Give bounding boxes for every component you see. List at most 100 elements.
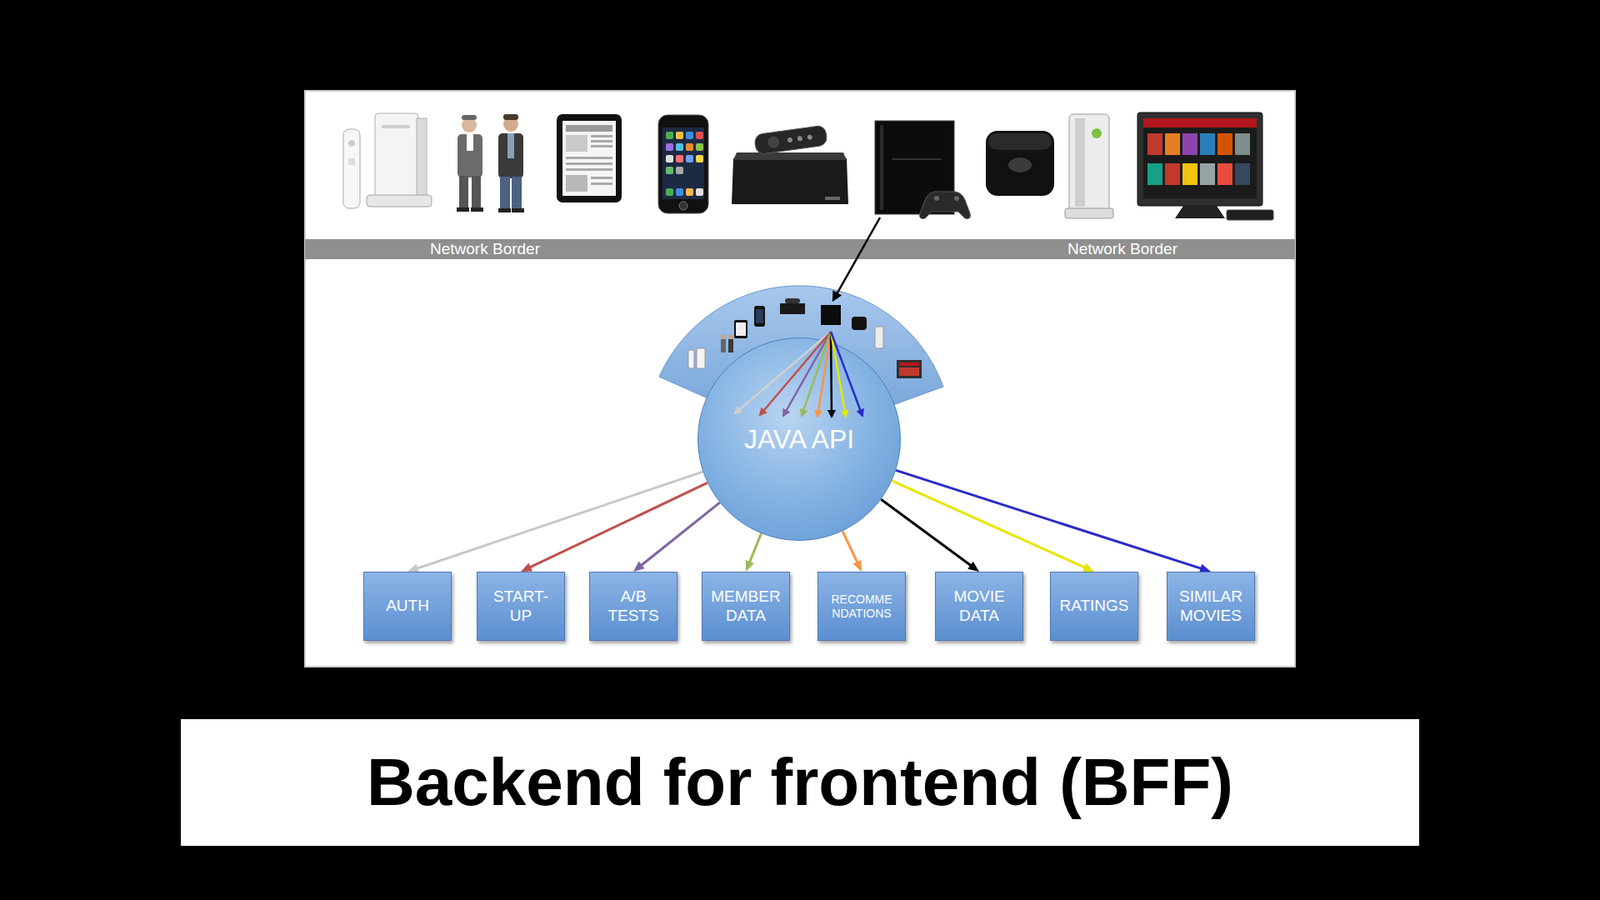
iphone-part bbox=[685, 155, 694, 163]
fan-device-icons-part bbox=[875, 326, 884, 349]
fan-device-icons-part bbox=[754, 305, 765, 327]
fan-device-icons-part bbox=[688, 350, 695, 369]
iphone-part bbox=[685, 143, 694, 151]
television-part bbox=[1182, 163, 1198, 185]
connector-line bbox=[895, 470, 1203, 570]
iphone-part bbox=[695, 143, 704, 151]
fan-device-icons-part bbox=[899, 362, 920, 366]
fan-device-icons-part bbox=[696, 348, 705, 369]
television-part bbox=[1143, 118, 1257, 128]
iphone bbox=[658, 115, 709, 214]
ipad-tablet-part bbox=[565, 125, 613, 132]
xbox-console-part bbox=[1069, 114, 1110, 211]
fan-device-icons-part bbox=[785, 298, 800, 304]
iphone-part bbox=[685, 188, 694, 196]
connector-arrow bbox=[520, 482, 708, 572]
ipad-tablet-part bbox=[590, 176, 613, 180]
arrow-head bbox=[745, 560, 755, 572]
connector-line bbox=[891, 480, 1087, 569]
ipad-tablet-part bbox=[565, 156, 613, 160]
people-figures-part bbox=[466, 134, 474, 151]
service-label: MEMBER DATA bbox=[709, 587, 783, 626]
television-part bbox=[1147, 133, 1163, 155]
arrow-head bbox=[852, 560, 862, 572]
television-part bbox=[1217, 163, 1233, 185]
iphone-part bbox=[665, 188, 674, 196]
fan-device-icons-part bbox=[899, 367, 920, 376]
wii-console-part bbox=[348, 140, 355, 147]
wii-console-part bbox=[416, 118, 427, 199]
ipad-tablet-part bbox=[565, 168, 613, 171]
fan-device-icons-part bbox=[851, 316, 867, 330]
service-label: MOVIE DATA bbox=[942, 587, 1016, 626]
service-box: RATINGS bbox=[1050, 571, 1139, 641]
ipad-tablet-part bbox=[590, 140, 613, 143]
people-figures-part bbox=[500, 176, 510, 210]
wii-console bbox=[343, 113, 432, 209]
fan-out-arrows-part bbox=[830, 331, 863, 416]
fan-out-arrows-part bbox=[735, 331, 831, 414]
xbox-console-part bbox=[1065, 208, 1114, 219]
fan-out-arrows-part bbox=[783, 331, 831, 416]
iphone-part bbox=[675, 188, 684, 196]
service-box: MOVIE DATA bbox=[935, 571, 1024, 641]
service-label: AUTH bbox=[370, 596, 445, 616]
people-figures-part bbox=[461, 115, 477, 120]
playstation-console bbox=[875, 120, 970, 219]
iphone-part bbox=[695, 188, 704, 196]
television-part bbox=[1182, 133, 1198, 155]
ipad-tablet-part bbox=[590, 182, 613, 185]
xbox-console-part bbox=[1075, 118, 1085, 207]
roku-box-part-part bbox=[766, 135, 780, 150]
apple-tv-box-part bbox=[1008, 157, 1032, 173]
television-part bbox=[1200, 163, 1215, 185]
fan-device-icons-part bbox=[896, 360, 922, 379]
people-figures-part bbox=[470, 207, 484, 212]
arrow-head bbox=[633, 561, 645, 572]
playstation-console-part bbox=[934, 195, 940, 201]
television-part bbox=[1143, 118, 1257, 199]
iphone-part bbox=[695, 131, 704, 140]
iphone-part bbox=[665, 131, 674, 140]
roku-box-part bbox=[825, 196, 840, 200]
fan-device-icons-part bbox=[735, 322, 746, 336]
television-part bbox=[1235, 133, 1250, 155]
roku-box-part bbox=[731, 158, 849, 205]
apple-tv-box bbox=[985, 130, 1055, 196]
wii-console-part bbox=[375, 113, 419, 199]
ipad-tablet-part bbox=[590, 145, 613, 148]
wii-console-part bbox=[381, 125, 410, 129]
service-box: START- UP bbox=[476, 571, 565, 641]
iphone-part bbox=[675, 143, 684, 151]
people-figures-part bbox=[503, 114, 519, 120]
arrow-head bbox=[1082, 563, 1095, 572]
roku-box bbox=[731, 125, 849, 205]
iphone-part bbox=[665, 155, 674, 163]
connector-arrow bbox=[880, 499, 980, 572]
roku-box-part bbox=[733, 152, 847, 160]
fan-out-arrows-part bbox=[830, 331, 846, 417]
fan-device-icons-part bbox=[734, 320, 748, 339]
ipad-tablet bbox=[556, 114, 622, 203]
connector-arrow bbox=[891, 480, 1095, 572]
television-part bbox=[1165, 133, 1180, 155]
people-figures-part bbox=[498, 133, 524, 179]
iphone-part bbox=[665, 166, 674, 175]
roku-box-part-part bbox=[806, 134, 813, 140]
fan-out-arrows-part bbox=[801, 331, 831, 416]
iphone-part bbox=[675, 166, 684, 175]
xbox-console-part bbox=[1091, 128, 1102, 139]
service-box: MEMBER DATA bbox=[701, 571, 790, 641]
television-part bbox=[1200, 133, 1215, 155]
white-panel bbox=[305, 90, 1295, 667]
connector-line bbox=[528, 482, 708, 568]
people-figures-part bbox=[459, 175, 469, 210]
service-box: RECOMME NDATIONS bbox=[817, 571, 906, 641]
border-label: Network Border bbox=[430, 239, 540, 260]
iphone-part bbox=[658, 115, 709, 214]
connector-arrow bbox=[842, 530, 862, 572]
network-border-band: Network BorderNetwork Border bbox=[305, 239, 1295, 260]
television-part bbox=[1165, 163, 1180, 185]
fan-device-icons-part bbox=[780, 303, 805, 315]
service-box: AUTH bbox=[363, 571, 452, 641]
